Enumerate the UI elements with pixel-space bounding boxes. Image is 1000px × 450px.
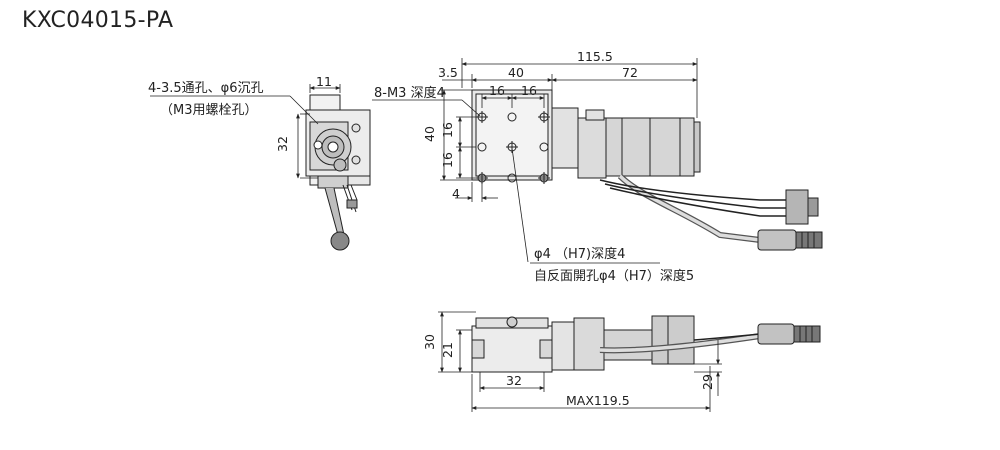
top-view-dimensions (372, 58, 698, 263)
note-through-holes: 4-3.5通孔、φ6沉孔 (148, 81, 263, 96)
dim-front-width: 32 (506, 373, 522, 388)
note-bolt-holes: （M3用螺栓孔） (160, 103, 258, 118)
dim-total-length: 115.5 (577, 49, 613, 64)
drawing-title: KXC04015-PA (22, 8, 174, 33)
dim-pitch-b: 16 (521, 83, 537, 98)
note-taps: 8-M3 深度4 (374, 85, 445, 101)
front-view (471, 315, 821, 373)
note-reverse-hole: 自反面開孔φ4（H7）深度5 (534, 268, 694, 284)
dim-max-length: MAX119.5 (566, 393, 630, 408)
dim-table-height: 40 (422, 126, 437, 142)
dim-edge: 4 (452, 186, 460, 201)
dim-v-pitch-b: 16 (440, 152, 455, 168)
dim-front-height-base: 21 (440, 342, 455, 358)
front-view-dimensions (438, 311, 722, 412)
side-view (305, 94, 371, 251)
side-view-dimensions (150, 84, 341, 179)
table-holes (476, 111, 550, 184)
top-view (471, 89, 823, 251)
dim-v-pitch-a: 16 (440, 122, 455, 138)
dim-table-width: 40 (508, 65, 524, 80)
dim-offset: 3.5 (438, 65, 458, 80)
note-pin-hole: φ4 （H7)深度4 (534, 246, 625, 262)
dim-motor-length: 72 (622, 65, 638, 80)
dim-side-width: 11 (316, 74, 332, 89)
dim-front-height-total: 30 (422, 334, 437, 350)
dim-pitch-a: 16 (489, 83, 505, 98)
dim-side-height: 32 (275, 136, 290, 152)
dim-cable-offset: 29 (700, 374, 715, 390)
